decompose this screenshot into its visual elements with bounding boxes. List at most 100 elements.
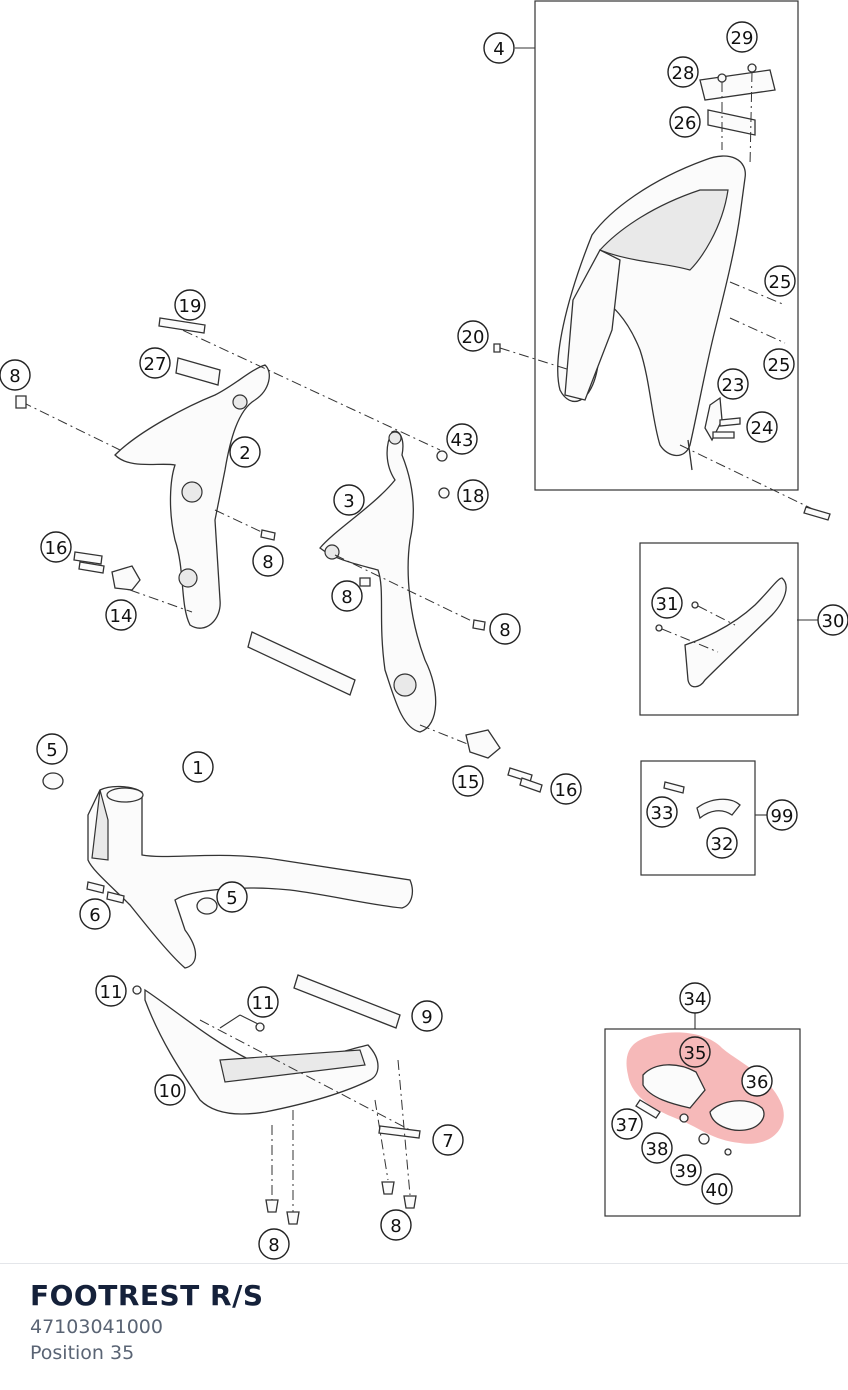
callout-16-b[interactable]: 16 <box>550 773 582 805</box>
callout-8-e[interactable]: 8 <box>258 1228 290 1260</box>
footrest-35-part <box>642 1064 706 1109</box>
svg-text:5: 5 <box>46 740 57 761</box>
callout-38[interactable]: 38 <box>641 1132 673 1164</box>
callout-3[interactable]: 3 <box>333 484 365 516</box>
svg-text:38: 38 <box>646 1139 669 1160</box>
svg-text:14: 14 <box>110 606 133 627</box>
callout-25-b[interactable]: 25 <box>763 348 795 380</box>
svg-text:8: 8 <box>262 552 273 573</box>
callout-99[interactable]: 99 <box>766 799 798 831</box>
callout-40[interactable]: 40 <box>701 1173 733 1205</box>
svg-text:36: 36 <box>746 1072 769 1093</box>
callout-8-b[interactable]: 8 <box>252 545 284 577</box>
svg-text:29: 29 <box>731 28 754 49</box>
svg-text:8: 8 <box>268 1235 279 1256</box>
callout-26[interactable]: 26 <box>669 106 701 138</box>
callout-27[interactable]: 27 <box>139 347 171 379</box>
svg-text:11: 11 <box>100 982 123 1003</box>
callout-11-a[interactable]: 11 <box>95 975 127 1007</box>
right-bracket-part <box>319 430 437 733</box>
svg-text:31: 31 <box>656 594 679 615</box>
callout-7[interactable]: 7 <box>432 1124 464 1156</box>
group-box-99 <box>640 760 756 876</box>
callout-35[interactable]: 35 <box>679 1036 711 1068</box>
svg-text:16: 16 <box>45 538 68 559</box>
callout-36[interactable]: 36 <box>741 1065 773 1097</box>
bracket-30-part <box>684 577 787 688</box>
part-position: Position 35 <box>30 1342 135 1364</box>
callout-8-a[interactable]: 8 <box>0 359 31 391</box>
svg-text:16: 16 <box>555 780 578 801</box>
part-number: 47103041000 <box>30 1316 163 1338</box>
callout-8-f[interactable]: 8 <box>380 1209 412 1241</box>
callout-32[interactable]: 32 <box>706 827 738 859</box>
callout-30[interactable]: 30 <box>817 604 848 636</box>
callout-37[interactable]: 37 <box>611 1108 643 1140</box>
svg-text:5: 5 <box>226 888 237 909</box>
callout-25-a[interactable]: 25 <box>764 265 796 297</box>
svg-text:34: 34 <box>684 989 707 1010</box>
callout-1[interactable]: 1 <box>182 751 214 783</box>
svg-text:23: 23 <box>722 375 745 396</box>
svg-text:1: 1 <box>192 758 203 779</box>
callout-6[interactable]: 6 <box>79 898 111 930</box>
svg-text:32: 32 <box>711 834 734 855</box>
svg-text:7: 7 <box>442 1131 453 1152</box>
callout-28[interactable]: 28 <box>667 56 699 88</box>
svg-text:25: 25 <box>768 355 791 376</box>
callout-14[interactable]: 14 <box>105 599 137 631</box>
callout-11-b[interactable]: 11 <box>247 986 279 1018</box>
callout-31[interactable]: 31 <box>651 587 683 619</box>
callout-19[interactable]: 19 <box>174 289 206 321</box>
group-box-34 <box>604 1028 801 1217</box>
svg-text:11: 11 <box>252 993 275 1014</box>
svg-text:8: 8 <box>9 366 20 387</box>
callout-34[interactable]: 34 <box>679 982 711 1014</box>
part-title: FOOTREST R/S <box>30 1279 264 1312</box>
callout-9[interactable]: 9 <box>411 1000 443 1032</box>
callout-10[interactable]: 10 <box>154 1074 186 1106</box>
callout-39[interactable]: 39 <box>670 1154 702 1186</box>
svg-text:37: 37 <box>616 1115 639 1136</box>
svg-text:39: 39 <box>675 1161 698 1182</box>
callout-23[interactable]: 23 <box>717 368 749 400</box>
svg-text:10: 10 <box>159 1081 182 1102</box>
svg-text:99: 99 <box>771 806 794 827</box>
frame-part <box>87 785 413 969</box>
subframe-part <box>557 69 776 457</box>
callout-29[interactable]: 29 <box>726 21 758 53</box>
svg-text:19: 19 <box>179 296 202 317</box>
svg-text:27: 27 <box>144 354 167 375</box>
callout-15[interactable]: 15 <box>452 765 484 797</box>
callout-33[interactable]: 33 <box>646 796 678 828</box>
svg-text:8: 8 <box>341 587 352 608</box>
callout-24[interactable]: 24 <box>746 411 778 443</box>
callout-20[interactable]: 20 <box>457 320 489 352</box>
svg-text:8: 8 <box>390 1216 401 1237</box>
svg-text:8: 8 <box>499 620 510 641</box>
svg-text:4: 4 <box>493 39 504 60</box>
svg-text:40: 40 <box>706 1180 729 1201</box>
callout-18[interactable]: 18 <box>457 479 489 511</box>
callout-5-b[interactable]: 5 <box>216 881 248 913</box>
svg-text:2: 2 <box>239 443 250 464</box>
left-bracket-part <box>114 364 270 629</box>
svg-text:33: 33 <box>651 803 674 824</box>
callout-43[interactable]: 43 <box>446 423 478 455</box>
group-box-30 <box>639 542 799 716</box>
callout-8-c[interactable]: 8 <box>331 580 363 612</box>
callout-8-d[interactable]: 8 <box>489 613 521 645</box>
svg-text:18: 18 <box>462 486 485 507</box>
callout-16-a[interactable]: 16 <box>40 531 72 563</box>
callout-2[interactable]: 2 <box>229 436 261 468</box>
callout-5-a[interactable]: 5 <box>36 733 68 765</box>
svg-text:9: 9 <box>421 1007 432 1028</box>
footrest-36-part <box>709 1100 765 1131</box>
exploded-parts-diagram: 1 2 3 4 5 5 6 7 8 8 8 8 8 8 9 10 11 11 1… <box>0 0 848 1260</box>
group-box-4 <box>534 0 799 491</box>
part-info-panel: FOOTREST R/S 47103041000 Position 35 <box>30 1278 264 1366</box>
divider <box>0 1263 848 1264</box>
svg-text:15: 15 <box>457 772 480 793</box>
guide-32-part <box>696 798 741 820</box>
callout-4[interactable]: 4 <box>483 32 515 64</box>
